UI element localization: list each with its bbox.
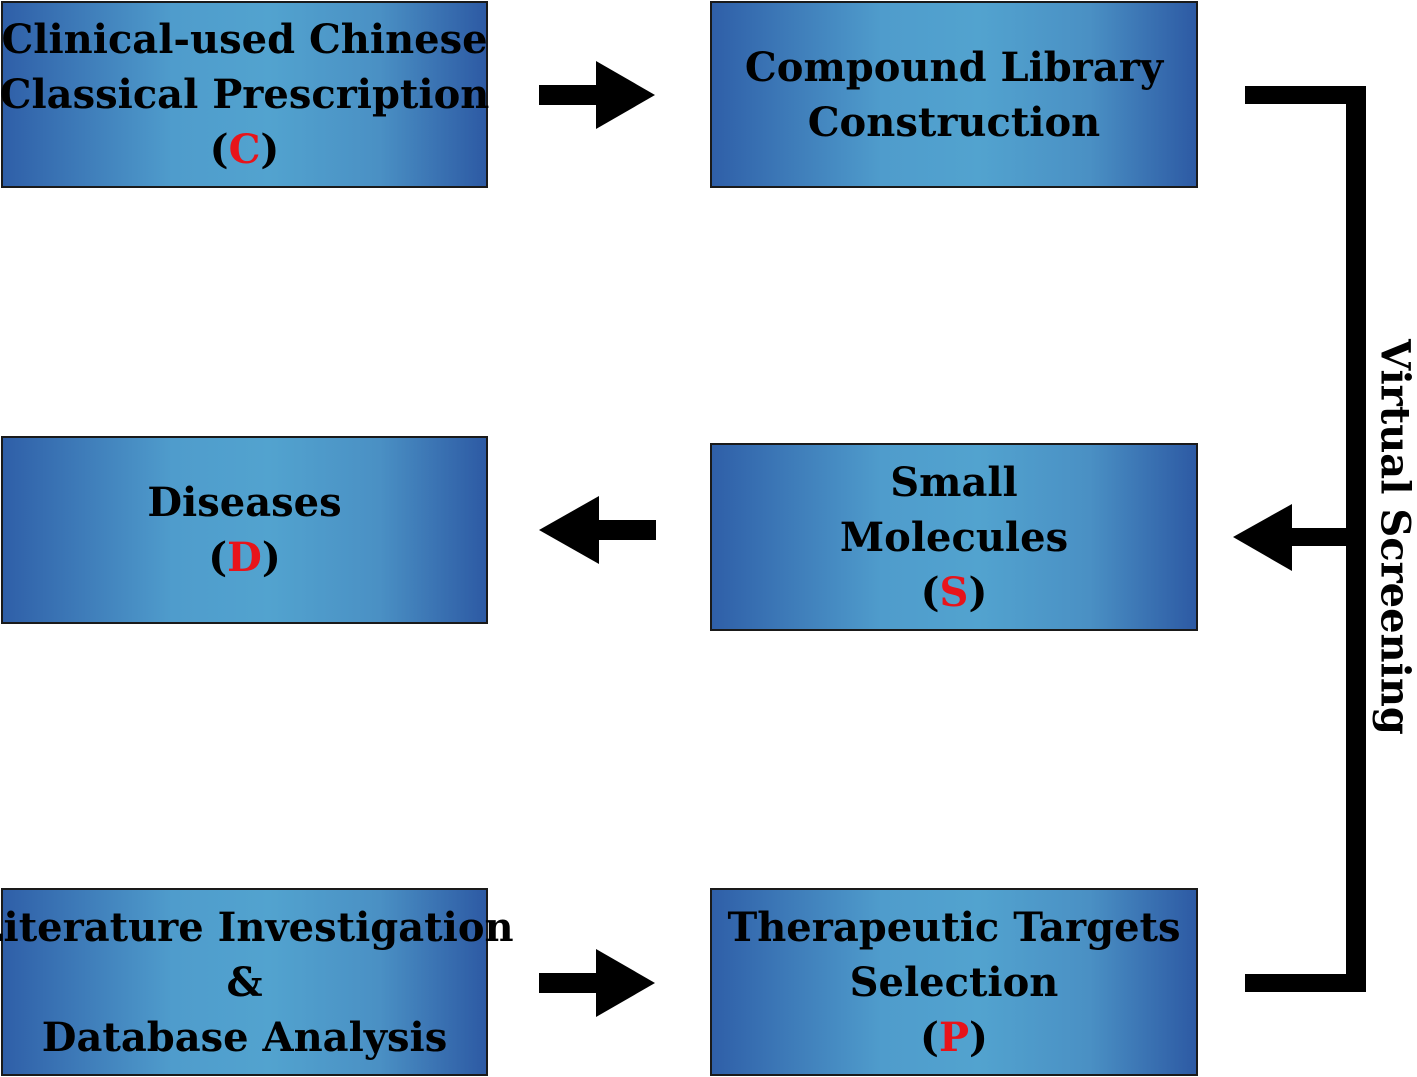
targets-box: Therapeutic Targets Selection (P) (710, 888, 1198, 1076)
virtual-screening-label: Virtual Screening (1371, 339, 1417, 735)
arrow-literature-to-targets (539, 949, 655, 1017)
diseases-abbr: D (227, 534, 262, 581)
molecules-abbr-line: (S) (920, 568, 988, 616)
prescription-abbr-line: (C) (209, 126, 280, 173)
targets-abbr-line: (P) (920, 1013, 988, 1061)
targets-line-1: Therapeutic Targets (727, 903, 1181, 951)
targets-line-2: Selection (849, 958, 1059, 1006)
literature-box: Literature Investigation & Database Anal… (0, 888, 514, 1076)
literature-line-2: & (226, 958, 263, 1006)
molecules-line-2: Molecules (839, 513, 1069, 561)
literature-line-3: Database Analysis (41, 1013, 448, 1061)
prescription-line-2: Classical Prescription (0, 71, 490, 118)
diseases-box: Diseases (D) (1, 436, 488, 624)
molecules-line-1: Small (890, 458, 1018, 506)
virtual-screening-bracket (1233, 86, 1366, 992)
library-line-1: Compound Library (744, 43, 1164, 91)
diseases-line-1: Diseases (147, 479, 342, 526)
literature-line-1: Literature Investigation (0, 903, 514, 951)
arrow-molecules-to-diseases (539, 496, 656, 564)
prescription-abbr: C (228, 126, 261, 173)
prescription-line-1: Clinical-used Chinese (1, 16, 488, 63)
targets-abbr: P (938, 1013, 970, 1061)
library-line-2: Construction (807, 98, 1101, 146)
arrow-prescription-to-library (539, 61, 655, 129)
molecules-box: Small Molecules (S) (710, 443, 1198, 631)
library-box: Compound Library Construction (710, 1, 1198, 188)
prescription-box: Clinical-used Chinese Classical Prescrip… (0, 1, 490, 188)
diseases-abbr-line: (D) (208, 534, 281, 581)
molecules-abbr: S (939, 568, 969, 616)
